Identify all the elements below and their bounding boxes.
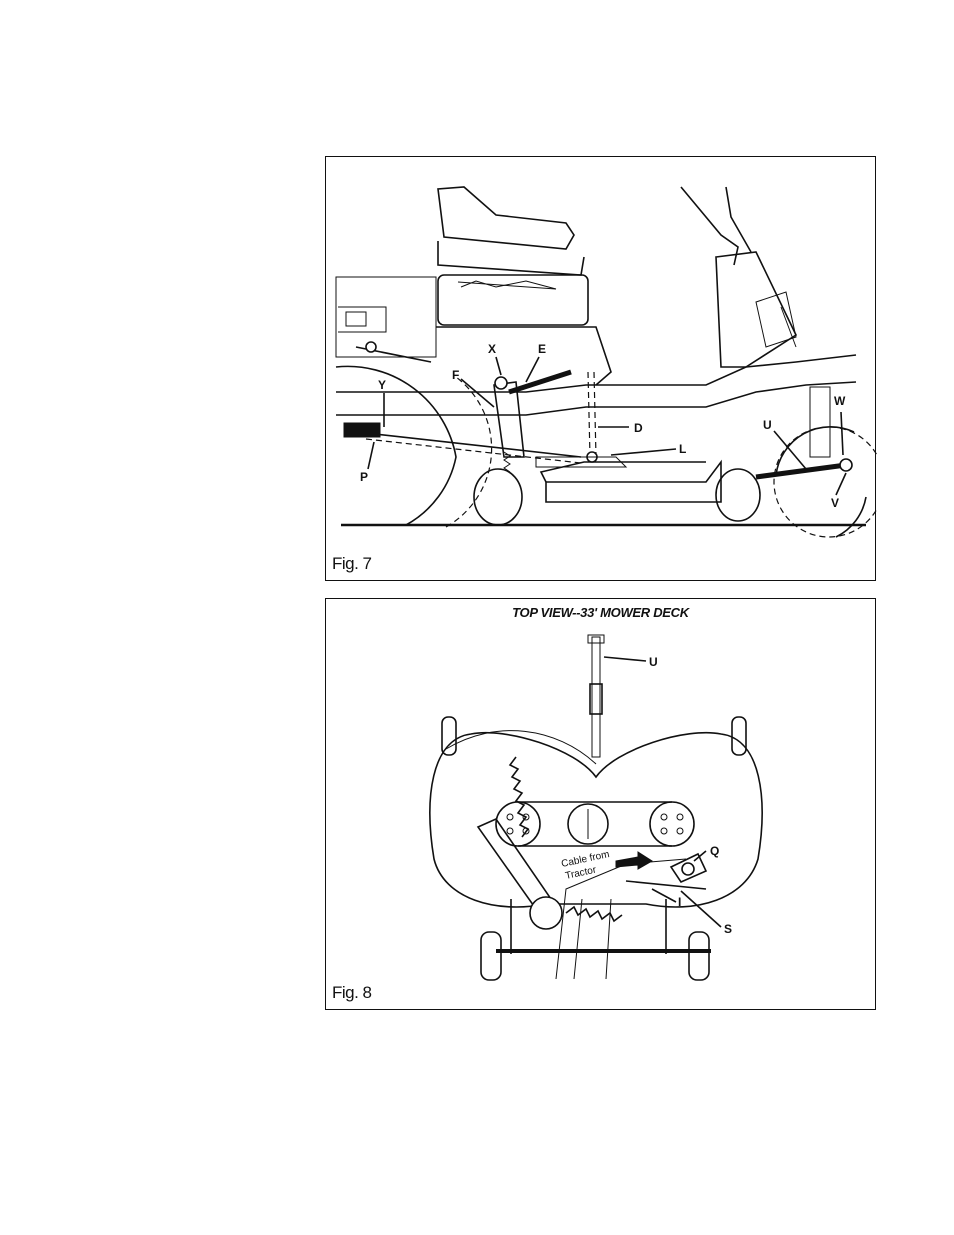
figure-8-caption: Fig. 8 bbox=[332, 983, 372, 1003]
callout-e: E bbox=[538, 342, 546, 356]
figure-7-side-view: X E F Y D L P U W V Fig. 7 bbox=[325, 156, 876, 581]
tractor-side-view-drawing: X E F Y D L P U W V bbox=[326, 157, 877, 582]
callout-x: X bbox=[488, 342, 496, 356]
callout-s: S bbox=[724, 922, 732, 936]
callout-f: F bbox=[452, 368, 459, 382]
callout-w: W bbox=[834, 394, 846, 408]
figure-8-top-view: TOP VIEW--33' MOWER DECK bbox=[325, 598, 876, 1010]
callout-l: L bbox=[679, 442, 686, 456]
callout-i: I bbox=[678, 895, 681, 909]
callout-y: Y bbox=[378, 378, 386, 392]
mower-deck-top-view-drawing: U Q I S Cable from Tractor bbox=[326, 599, 877, 1011]
callout-v: V bbox=[831, 496, 839, 510]
figure-7-caption: Fig. 7 bbox=[332, 554, 372, 574]
callout-d: D bbox=[634, 421, 643, 435]
callout-u: U bbox=[763, 418, 772, 432]
callout-q: Q bbox=[710, 844, 719, 858]
callout-u: U bbox=[649, 655, 658, 669]
callout-p: P bbox=[360, 470, 368, 484]
